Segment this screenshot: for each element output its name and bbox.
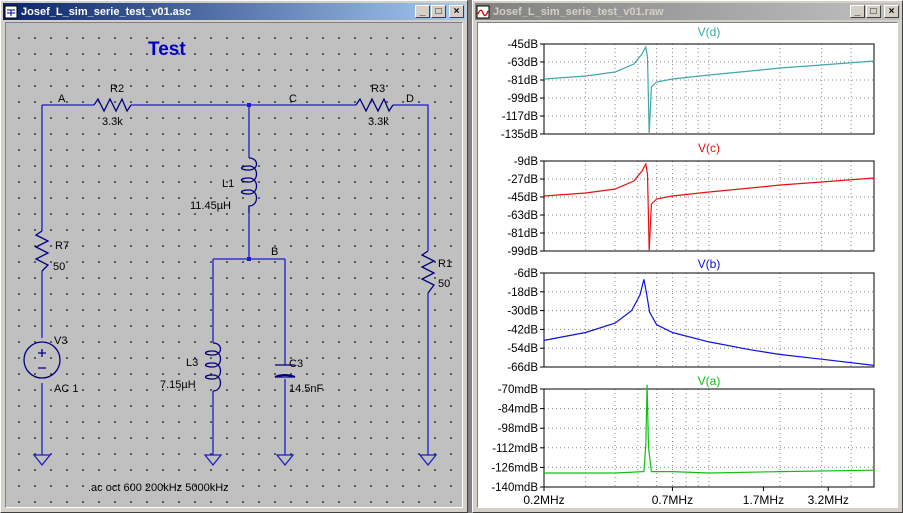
y-tick-label: -81dB: [507, 75, 538, 87]
schematic-title: Josef_L_sim_serie_test_v01.asc: [21, 5, 192, 18]
y-tick-label: -30dB: [507, 306, 538, 318]
trace-line: [544, 384, 875, 474]
y-tick-label: -42dB: [507, 324, 538, 336]
trace-line: [543, 279, 875, 366]
trace-title: V(d): [698, 25, 721, 39]
resistor-r2[interactable]: [93, 97, 132, 113]
waveform-plots: -45dB -63dB -81dB -99dB -117dB -135dB V(d) -9dB…: [491, 25, 875, 507]
close-button[interactable]: ×: [884, 5, 899, 18]
restore-button[interactable]: □: [866, 5, 881, 18]
voltage-source-v3[interactable]: [23, 341, 61, 379]
l1-name: L1: [222, 178, 234, 190]
schematic-doc-icon: [4, 5, 18, 18]
plot-pane-frame: [543, 272, 875, 368]
c3-name: C3: [289, 358, 303, 370]
y-tick-label: -140mdB: [491, 482, 538, 494]
restore-icon: □: [870, 5, 877, 17]
minimize-icon: _: [419, 5, 426, 17]
inductor-l1[interactable]: [240, 157, 258, 213]
schematic-window: Josef_L_sim_serie_test_v01.asc _ □ ×: [0, 0, 468, 513]
waveform-doc-icon: [476, 5, 490, 18]
c3-value: 14.5nF: [289, 383, 324, 395]
waveform-title-bar[interactable]: Josef_L_sim_serie_test_v01.raw _ □ ×: [475, 3, 900, 20]
schematic-title-bar[interactable]: Josef_L_sim_serie_test_v01.asc _ □ ×: [3, 3, 465, 20]
node-label-b: B: [271, 246, 278, 258]
l3-name: L3: [186, 357, 198, 369]
restore-button[interactable]: □: [431, 5, 446, 18]
trace-line: [543, 45, 875, 135]
r3-name: R3: [371, 83, 385, 95]
r7-value: 50: [53, 261, 65, 273]
node-label-c: C: [289, 93, 297, 105]
capacitor-c3[interactable]: [274, 364, 296, 378]
y-tick-label: -18dB: [507, 287, 538, 299]
waveform-window: Josef_L_sim_serie_test_v01.raw _ □ × -45…: [472, 0, 903, 513]
node-label-a: A: [58, 93, 66, 105]
node-label-d: D: [406, 93, 414, 105]
y-tick-label: -45dB: [507, 192, 538, 204]
y-tick-label: -45dB: [507, 39, 538, 51]
y-tick-label: -98mdB: [498, 423, 539, 435]
l3-value: 7.15µH: [160, 379, 196, 391]
x-tick-label: 0.2MHz: [523, 493, 564, 507]
y-tick-label: -81dB: [507, 228, 538, 240]
minimize-icon: _: [854, 5, 861, 17]
schematic-heading: Test: [148, 39, 186, 60]
waveform-plot-area[interactable]: -45dB -63dB -81dB -99dB -117dB -135dB V(d) -9dB…: [477, 22, 898, 508]
close-icon: ×: [888, 5, 895, 17]
inductor-l3[interactable]: [204, 342, 222, 392]
trace-title: V(c): [698, 141, 720, 155]
x-tick-label: 1.7MHz: [743, 493, 784, 507]
y-tick-label: -9dB: [514, 156, 539, 168]
trace-title: V(a): [698, 374, 721, 388]
junction-b: [247, 257, 251, 261]
v3-name: V3: [54, 335, 67, 347]
y-tick-label: -27dB: [507, 174, 538, 186]
plot-pane-frame: [543, 43, 875, 135]
analysis-directive[interactable]: .ac oct 600 200kHz 5000kHz: [88, 482, 229, 494]
junction-c: [247, 103, 251, 107]
close-icon: ×: [453, 5, 460, 17]
y-tick-label: -126mdB: [491, 462, 538, 474]
r2-name: R2: [110, 83, 124, 95]
restore-icon: □: [435, 5, 442, 17]
y-tick-label: -99dB: [507, 246, 538, 258]
y-tick-label: -63dB: [507, 210, 538, 222]
close-button[interactable]: ×: [449, 5, 464, 18]
trace-line: [543, 162, 875, 252]
r7-name: R7: [55, 240, 69, 252]
schematic-canvas[interactable]: Test A C D B R2 3.3k R3 3.3k R7 50 R1 50…: [5, 22, 463, 508]
resistor-r3[interactable]: [355, 97, 394, 113]
trace-title: V(b): [698, 257, 721, 271]
resistor-r1[interactable]: [420, 250, 436, 294]
r2-value: 3.3k: [102, 116, 123, 128]
minimize-button[interactable]: _: [850, 5, 865, 18]
y-tick-label: -135dB: [501, 129, 538, 141]
r3-value: 3.3k: [368, 116, 389, 128]
y-tick-label: -54dB: [507, 343, 538, 355]
y-tick-label: -6dB: [514, 268, 539, 280]
y-tick-label: -99dB: [507, 93, 538, 105]
l1-value: 11.45µH: [190, 200, 231, 212]
plot-pane-frame: [543, 160, 875, 252]
minimize-button[interactable]: _: [415, 5, 430, 18]
r1-value: 50: [438, 278, 450, 290]
plot-pane-frame: [543, 388, 875, 488]
r1-name: R1: [438, 258, 452, 270]
y-tick-label: -84mdB: [498, 404, 539, 416]
v3-value: AC 1: [54, 383, 78, 395]
y-tick-label: -70mdB: [498, 384, 539, 396]
x-tick-label: 0.7MHz: [652, 493, 693, 507]
wires: [32, 104, 438, 467]
y-tick-label: -117dB: [502, 111, 539, 123]
y-tick-label: -63dB: [507, 57, 538, 69]
x-tick-label: 3.2MHz: [808, 493, 849, 507]
waveform-title: Josef_L_sim_serie_test_v01.raw: [493, 5, 664, 18]
y-tick-label: -112mdB: [492, 443, 538, 455]
y-tick-label: -66dB: [507, 362, 538, 374]
resistor-r7[interactable]: [34, 230, 50, 272]
